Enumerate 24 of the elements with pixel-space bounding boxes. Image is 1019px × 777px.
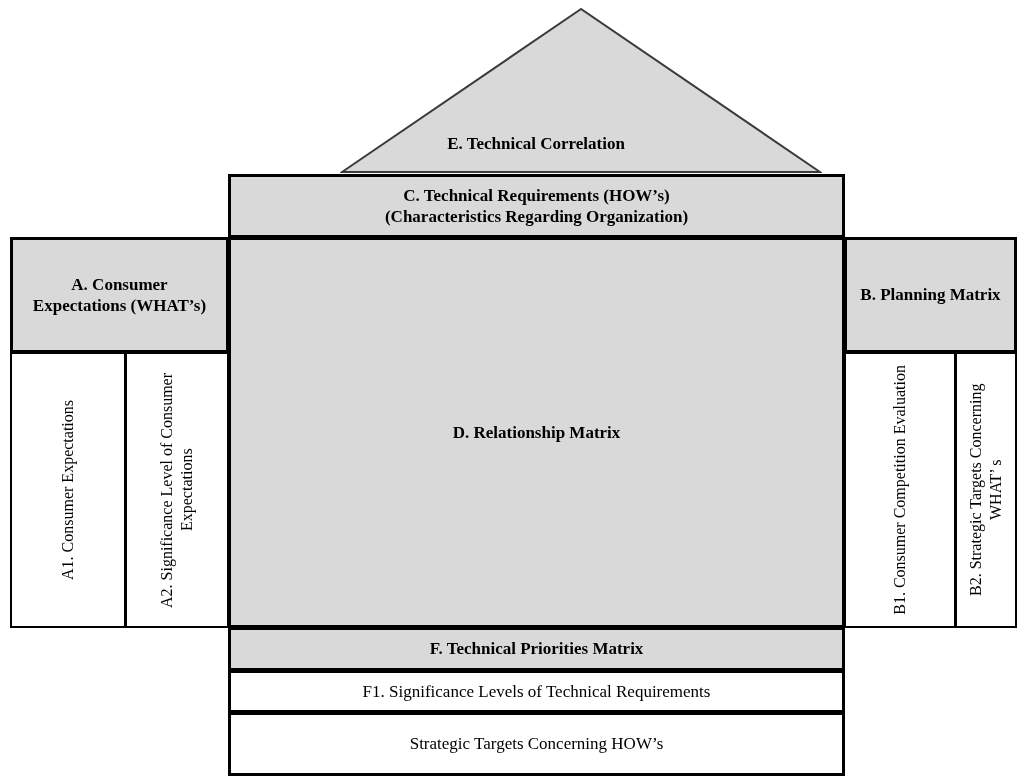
column-label: B2. Strategic Targets Concerning WHAT’ s [966, 382, 1005, 599]
column-label: B1. Consumer Competition Evaluation [890, 365, 910, 615]
section-heading: (Characteristics Regarding Organization) [384, 206, 689, 228]
column-label: A2. Significance Level of Consumer Expectations [157, 371, 197, 610]
matrix-column [10, 352, 126, 628]
matrix-row [228, 712, 845, 776]
matrix-section [228, 627, 845, 671]
column-label: A1. Consumer Expectations [58, 400, 78, 580]
section-heading: D. Relationship Matrix [452, 421, 621, 444]
row-label: F1. Significance Levels of Technical Requirements [362, 680, 711, 703]
matrix-section [228, 174, 845, 238]
matrix-column [844, 352, 956, 628]
row-label: Strategic Targets Concerning HOW’s [409, 733, 664, 755]
matrix-row [228, 670, 845, 713]
section-heading: C. Technical Requirements (HOW’s) [403, 184, 670, 206]
section-heading: E. Technical Correlation [447, 132, 626, 154]
section-heading: A. Consumer Expectations (WHAT’s) [31, 273, 208, 317]
section-heading: F. Technical Priorities Matrix [429, 638, 644, 660]
matrix-section [10, 237, 229, 353]
matrix-column [125, 352, 229, 628]
section-heading: B. Planning Matrix [860, 284, 1001, 306]
matrix-section [844, 237, 1017, 353]
matrix-column [955, 352, 1017, 628]
matrix-section [228, 237, 845, 628]
